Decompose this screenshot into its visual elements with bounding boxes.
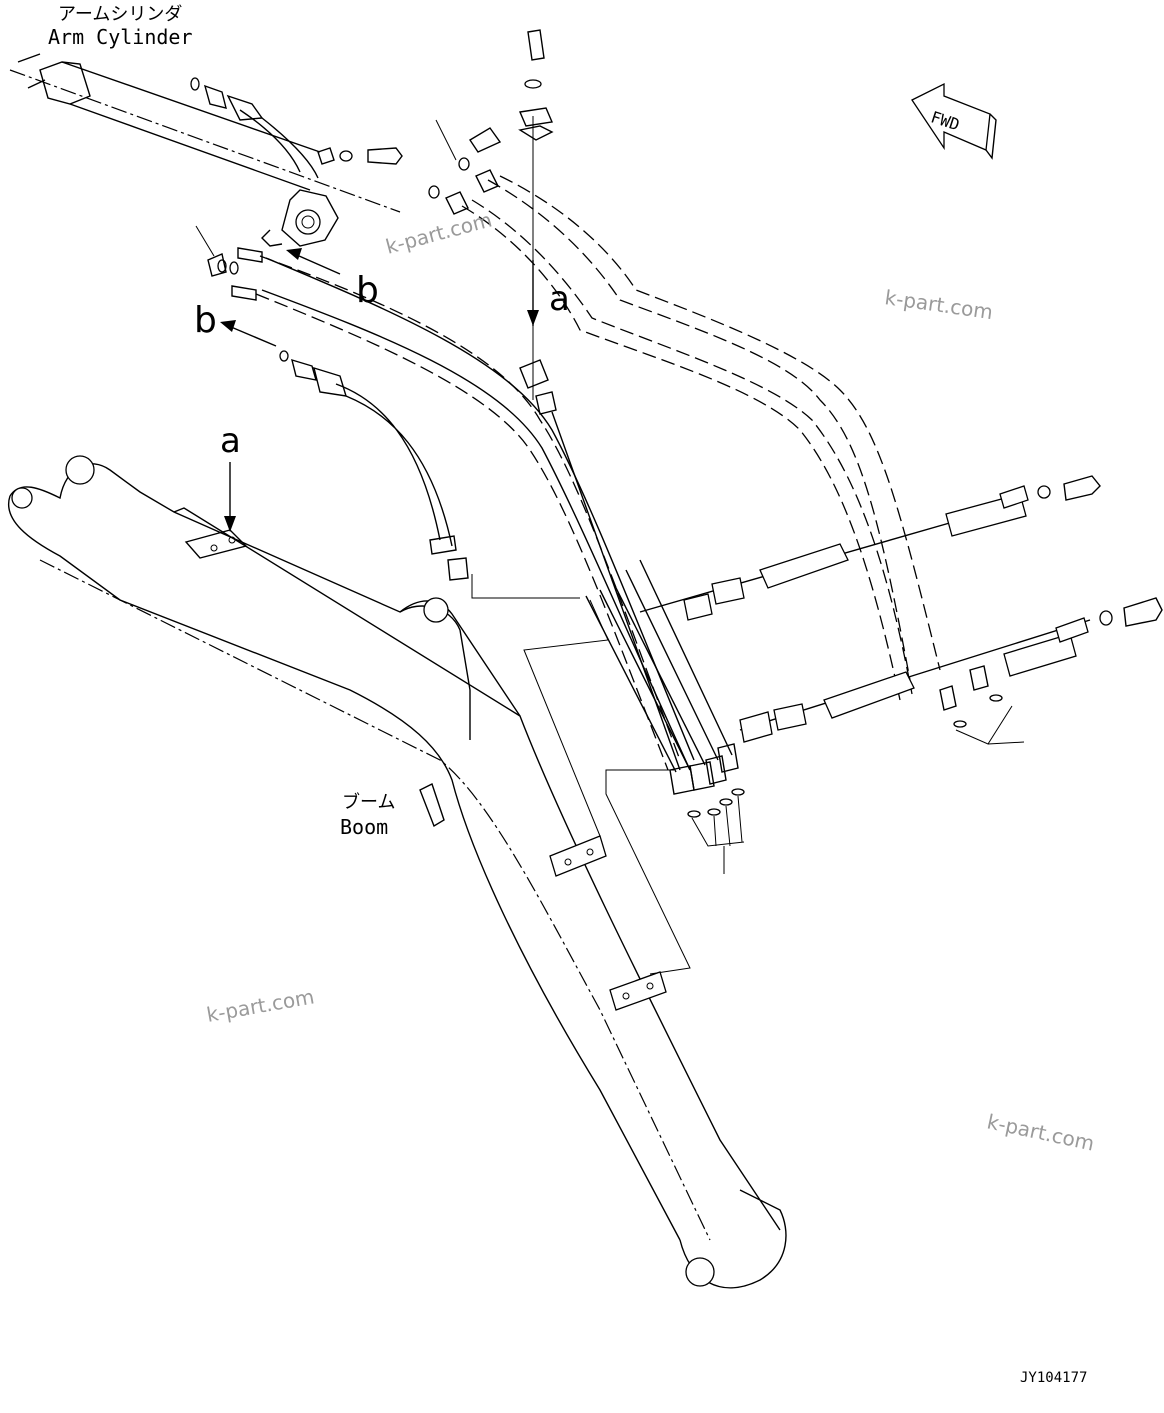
watermark-2: k-part.com: [883, 285, 994, 324]
watermark-1: k-part.com: [383, 207, 494, 258]
reference-arrows: [220, 248, 539, 532]
ref-b-label-left: b: [194, 300, 217, 341]
boom: [7, 455, 787, 1289]
arm-cylinder-label-en: Arm Cylinder: [48, 25, 193, 49]
upper-hoses: [428, 29, 1025, 745]
watermark-4: k-part.com: [985, 1109, 1097, 1155]
cylinder-fittings: [190, 77, 403, 277]
arm-cylinder: [9, 53, 401, 247]
arm-cylinder-label-jp: アームシリンダ: [58, 4, 182, 25]
ref-a-label-upper: a: [549, 279, 570, 319]
ref-b-label-right: b: [356, 270, 379, 311]
boom-label-jp: ブーム: [342, 791, 395, 813]
hose-bundle: [471, 411, 745, 975]
boom-label-en: Boom: [340, 815, 388, 839]
fwd-arrow-icon: FWD: [911, 82, 997, 160]
drawing-code: JY104177: [1020, 1370, 1087, 1386]
ref-a-label-lower: a: [220, 421, 241, 461]
cross-pipes: [639, 475, 1163, 743]
middle-hoses: [231, 247, 695, 771]
watermark-3: k-part.com: [205, 984, 316, 1027]
